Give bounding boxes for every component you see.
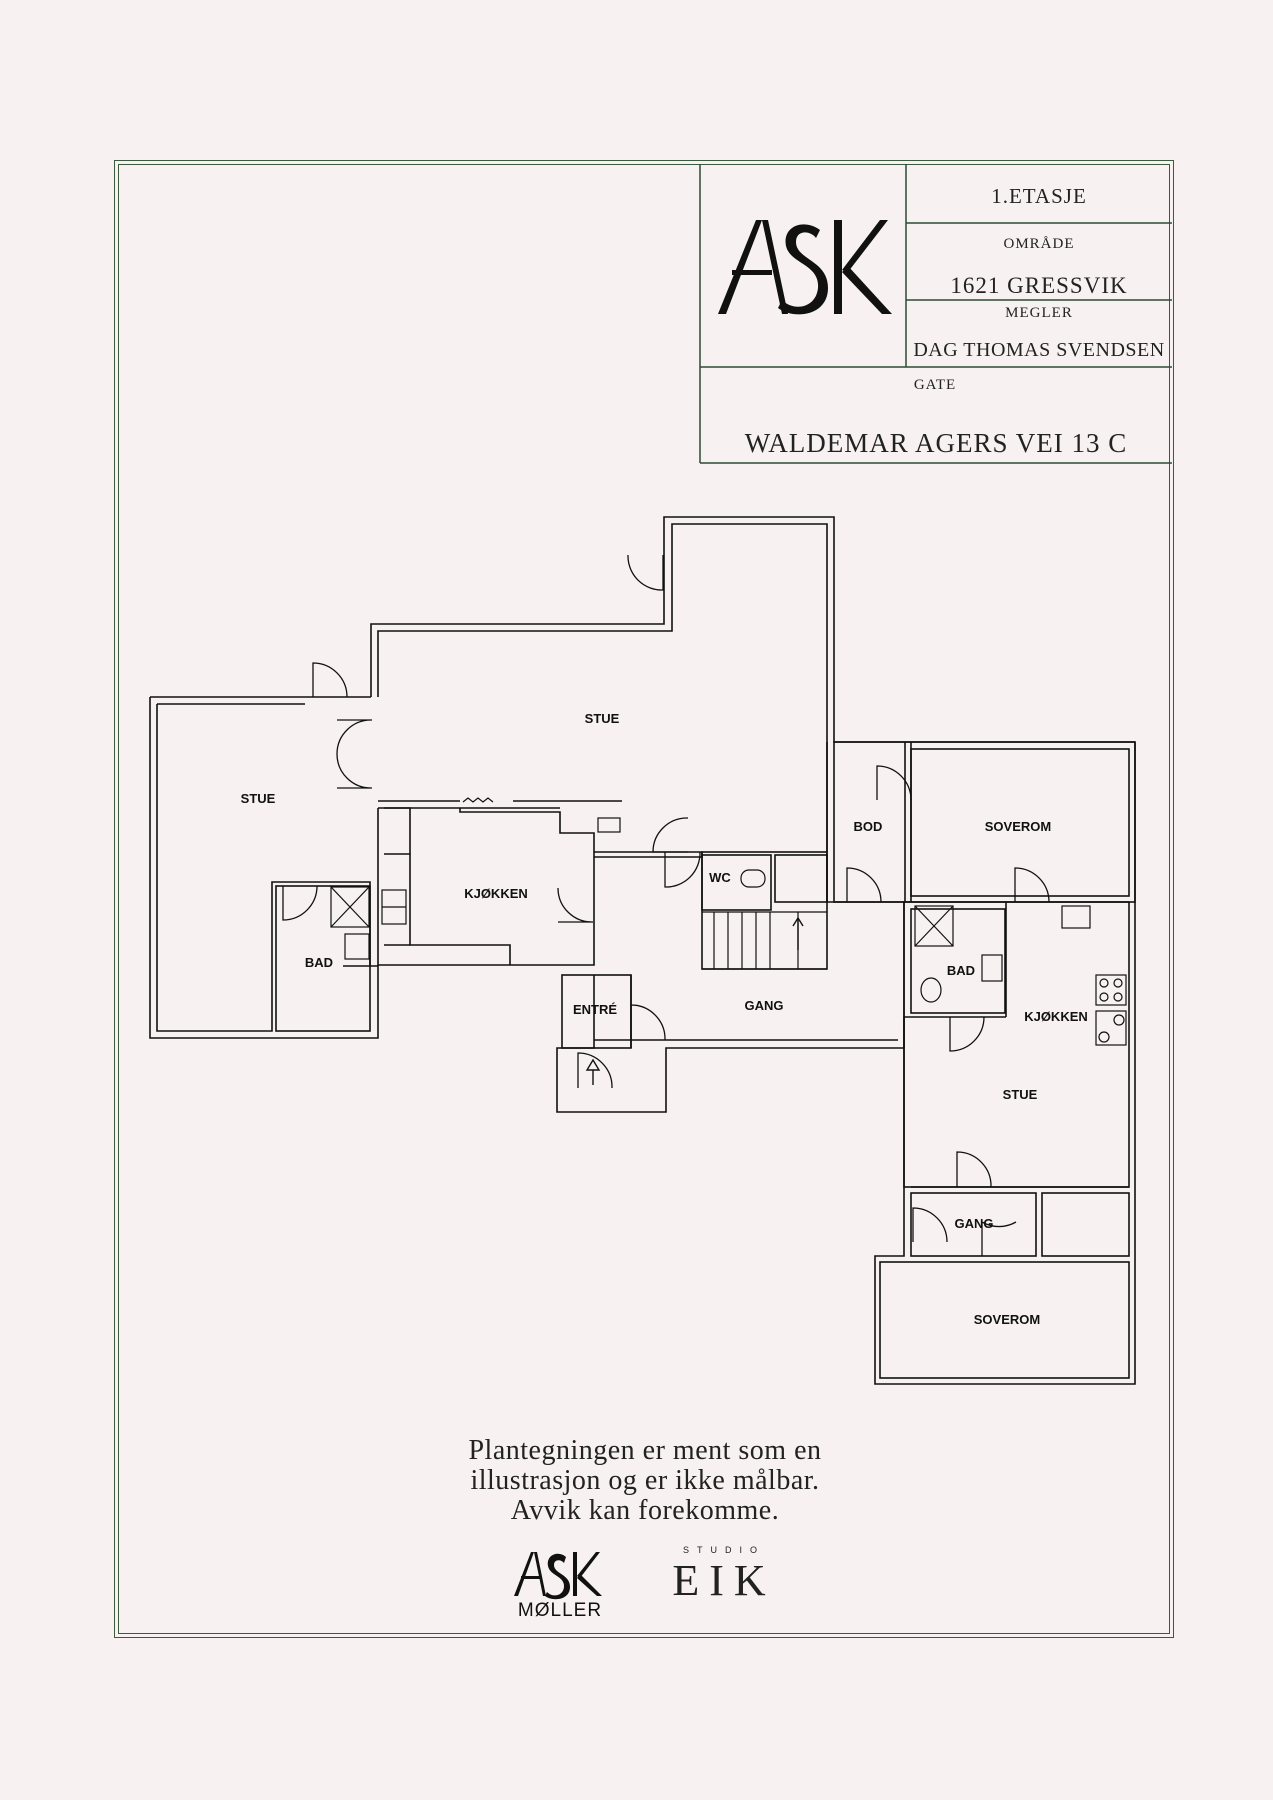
area-label: OMRÅDE — [1003, 236, 1075, 252]
room-label-gang-center: GANG — [745, 998, 784, 1013]
street-value: WALDEMAR AGERS VEI 13 C — [744, 428, 1128, 458]
floor-label: 1.ETASJE — [991, 184, 1087, 208]
studio-eik-logo: STUDIO EIK — [664, 1545, 784, 1605]
disclaimer: Plantegningen er ment som en illustrasjo… — [360, 1436, 930, 1526]
broker-label: MEGLER — [1005, 305, 1073, 321]
room-label-kjokken-center: KJØKKEN — [464, 886, 528, 901]
disclaimer-line-3: Avvik kan forekomme. — [510, 1495, 780, 1526]
studio-eik-text: EIK — [672, 1556, 776, 1605]
room-label-bad-left: BAD — [305, 955, 333, 970]
room-label-soverom-top: SOVEROM — [985, 819, 1051, 834]
street-label: GATE — [913, 377, 957, 393]
page-frame — [114, 160, 1174, 1638]
wall — [156, 704, 371, 1032]
room-label-soverom-bottom: SOVEROM — [974, 1312, 1040, 1327]
disclaimer-line-1: Plantegningen er ment som en — [468, 1435, 822, 1466]
ask-moller-sub: MØLLER — [518, 1600, 602, 1620]
room-label-stue-right: STUE — [1003, 1087, 1038, 1102]
room-label-stue-center: STUE — [585, 711, 620, 726]
room-label-gang-right: GANG — [955, 1216, 994, 1231]
disclaimer-line-2: illustrasjon og er ikke målbar. — [470, 1465, 820, 1496]
room-label-kjokken-right: KJØKKEN — [1024, 1009, 1088, 1024]
room-label-wc: WC — [709, 870, 731, 885]
room-label-bod: BOD — [854, 819, 883, 834]
room-label-entre: ENTRÉ — [573, 1002, 617, 1017]
room-label-bad-right: BAD — [947, 963, 975, 978]
studio-small-text: STUDIO — [682, 1545, 765, 1555]
broker-value: DAG THOMAS SVENDSEN — [913, 339, 1165, 361]
ask-logo — [718, 220, 892, 315]
room-label-stue-left: STUE — [241, 791, 276, 806]
area-value: 1621 GRESSVIK — [950, 273, 1128, 298]
wall — [149, 697, 379, 1039]
ask-moller-logo: MØLLER — [514, 1552, 602, 1620]
